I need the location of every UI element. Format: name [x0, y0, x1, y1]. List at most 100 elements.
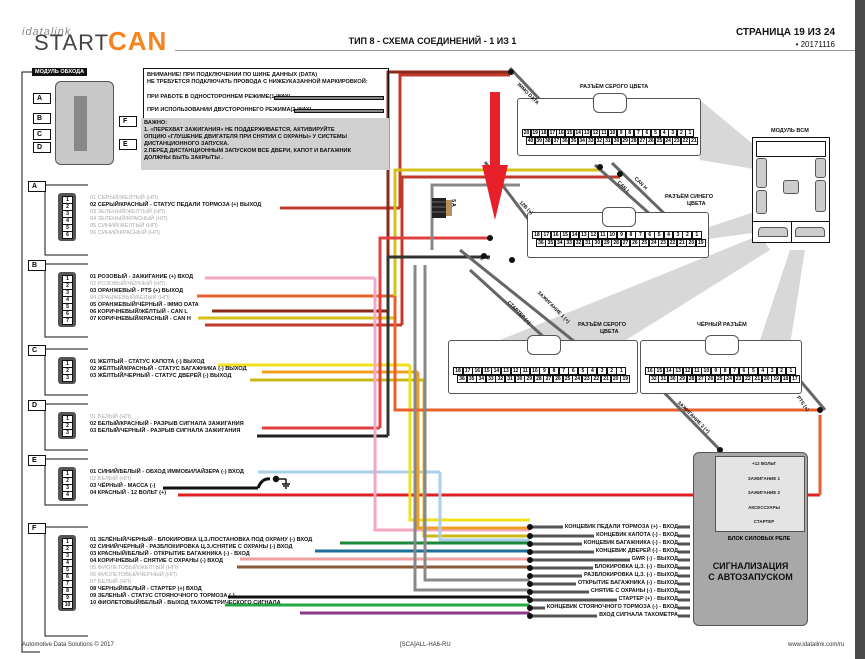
harness-wire-label: 05 СИНИЙ/ЖЕЛТЫЙ (НП) — [90, 223, 158, 229]
connector-pin: 22 — [591, 375, 602, 383]
connector-pin: 35 — [466, 375, 477, 383]
connector-pin: 6 — [568, 367, 579, 375]
fuse-label: 5 A — [449, 199, 456, 207]
harness-pin: 7 — [62, 317, 73, 325]
connector-pin: 9 — [616, 231, 627, 239]
connector-pin: 12 — [682, 367, 693, 375]
harness-wire-label: 09 ЗЕЛЕНЫЙ - СТАТУС СТОЯНОЧНОГО ТОРМОЗА … — [90, 593, 235, 599]
notice-line2: НЕ ТРЕБУЕТСЯ ПОДКЛЮЧАТЬ ПРОВОДА С НИЖЕУК… — [147, 79, 368, 85]
alarm-input-label: ОТКРЫТИЕ БАГАЖНИКА (-) - ВЫХОД — [575, 580, 678, 587]
alarm-title-1: СИГНАЛИЗАЦИЯ — [712, 561, 789, 571]
harness-wire-label: 03 ЗЕЛЕНЫЙ/ЖЕЛТЫЙ (НП) — [90, 209, 166, 215]
harness-wire-label: 06 ФИОЛЕТОВЫЙ/ЧЕРНЫЙ (НП) — [90, 572, 178, 578]
trunk-wires — [373, 183, 820, 592]
harness-wire-label: 01 СЕРЫЙ/ЖЕЛТЫЙ (НП) — [90, 195, 159, 201]
connector-pin: 24 — [572, 375, 583, 383]
ground-symbol — [272, 475, 290, 489]
connector-pin: 1 — [685, 129, 695, 137]
harness-wire-label: 07 БЕЛЫЙ (НП) — [90, 579, 132, 585]
harness-wire-label: 03 КРАСНЫЙ/БЕЛЫЙ - ОТКРЫТИЕ БАГАЖНИКА (-… — [90, 551, 250, 557]
connector-pin: 21 — [689, 137, 699, 145]
notice-two-way: ПРИ ИСПОЛЬЗОВАНИИ ДВУСТОРОННЕГО РЕЖИМА(2… — [147, 107, 312, 113]
connector-pin: 2 — [776, 367, 787, 375]
bcm-divider — [791, 221, 792, 242]
connector-pin: 12 — [510, 367, 521, 375]
bcm-beam-black — [760, 250, 805, 345]
connector-pin: 33 — [564, 239, 575, 247]
connector-pin: 2 — [676, 129, 686, 137]
connector-latch — [593, 93, 627, 113]
harness-pin: 6 — [62, 231, 73, 239]
connector-pin: 23 — [672, 137, 682, 145]
port-b-tag: B — [33, 113, 51, 124]
harness-wire-label: 10 ФИОЛЕТОВЫЙ/БЕЛЫЙ - ВЫХОД ТАХОМЕТРИЧЕС… — [90, 600, 281, 606]
connector-pin: 7 — [729, 367, 740, 375]
harness-wire-label: 01 РОЗОВЫЙ - ЗАЖИГАНИЕ (+) ВХОД — [90, 274, 194, 280]
harness-wire-label: 06 СИНИЙ/КРАСНЫЙ (НП) — [90, 230, 161, 236]
harness-wire-label: 02 СЕРЫЙ/КРАСНЫЙ - СТАТУС ПЕДАЛИ ТОРМОЗА… — [90, 202, 262, 208]
connector-pin: 15 — [560, 231, 571, 239]
connector-pin: 4 — [659, 129, 669, 137]
connector-pin: 22 — [667, 239, 678, 247]
important-line: ДИСТАНЦИОННОГО ЗАПУСКА. — [144, 141, 229, 147]
alarm-input-label: КОНЦЕВИК ПЕДАЛИ ТОРМОЗА (+) - ВХОД — [562, 524, 678, 531]
connector-title: РАЗЪЁМ СЕРОГО ЦВЕТА — [580, 84, 649, 90]
connector-pin: 26 — [705, 375, 716, 383]
connector-pin: 12 — [590, 129, 600, 137]
connector-pin: 30 — [592, 239, 603, 247]
connector-pin: 24 — [663, 137, 673, 145]
connector-pin: 34 — [476, 375, 487, 383]
connector-pin: 14 — [573, 129, 583, 137]
module-title: МОДУЛЬ ОБХОДА — [32, 68, 88, 76]
connector-pin: 29 — [677, 375, 688, 383]
port-f-tag: F — [119, 116, 137, 127]
connector-pin: 36 — [457, 375, 468, 383]
connector-pin: 9 — [616, 129, 626, 137]
connector-pin: 10 — [701, 367, 712, 375]
two-way-wire-sample — [294, 109, 384, 113]
connector-pin: 29 — [524, 375, 535, 383]
alarm-input-label: СНЯТИЕ С ОХРАНЫ (-) - ВЫХОД — [588, 588, 678, 595]
port-a-tag: A — [33, 93, 51, 104]
junction-dots — [481, 69, 823, 453]
bcm-socket — [815, 158, 826, 178]
harness-wire-label: 04 КОРИЧНЕВЫЙ - СНЯТИЕ С ОХРАНЫ (-) ВХОД — [90, 558, 223, 564]
harness-pin: 3 — [62, 374, 73, 382]
connector-pin: 5 — [748, 367, 759, 375]
port-c-tag: C — [33, 129, 51, 140]
connector-pin: 28 — [611, 239, 622, 247]
module-bracket — [21, 71, 40, 653]
connector-pin: 10 — [607, 231, 618, 239]
connector-pin: 8 — [720, 367, 731, 375]
connector-pin: 39 — [534, 137, 544, 145]
relay-ignition-1: ЗАЖИГАНИЕ 1 — [747, 476, 781, 481]
connector-pin: 18 — [539, 129, 549, 137]
connector-pin: 19 — [695, 239, 706, 247]
alarm-input-label: GWR (-) - ВЫХОД — [629, 556, 678, 563]
alarm-input-dots — [527, 524, 533, 619]
alarm-input-label: СТАРТЕР (+) - ВЫХОД — [616, 596, 678, 603]
alarm-input-label: КОНЦЕВИК БАГАЖНИКА (-) - ВХОД — [581, 540, 678, 547]
connector-pin: 2 — [682, 231, 693, 239]
bypass-module-body — [55, 81, 114, 165]
connector-pin: 3 — [767, 367, 778, 375]
harness-wire-label: 05 ОРАНЖЕВЫЙ/ЧЁРНЫЙ - IMMO DATA — [90, 302, 199, 308]
bcm-socket — [758, 227, 788, 237]
connector-title: ЦВЕТА — [687, 201, 706, 207]
harness-wire-label: 08 ЧЕРНЫЙ/БЕЛЫЙ - СТАРТЕР (+) ВХОД — [90, 586, 202, 592]
connector-pin: 26 — [646, 137, 656, 145]
connector-pin: 12 — [588, 231, 599, 239]
harness-wire-label: 01 ЖЕЛТЫЙ - СТАТУС КАПОТА (-) ВЫХОД — [90, 359, 205, 365]
footer-url[interactable]: www.idatalink.com/ru — [788, 642, 845, 648]
connector-pin: 24 — [724, 375, 735, 383]
alarm-input-label: КОНЦЕВИК КАПОТА (-) - ВХОД — [594, 532, 678, 539]
important-box: ВАЖНО: 1. «ПЕРЕХВАТ ЗАЖИГАНИЯ» НЕ ПОДДЕР… — [141, 118, 389, 170]
relay-accessory: АКСЕССУАРЫ — [748, 505, 780, 510]
harness-wire-label: 02 СИНИЙ/ЧЕРНЫЙ - РАЗБЛОКИРОВКА Ц.З./СНЯ… — [90, 544, 293, 550]
connector-pin: 25 — [562, 375, 573, 383]
bcm-title: МОДУЛЬ BCM — [771, 128, 809, 134]
connector-pin: 15 — [565, 129, 575, 137]
relay-ignition-2: ЗАЖИГАНИЕ 2 — [747, 490, 781, 495]
